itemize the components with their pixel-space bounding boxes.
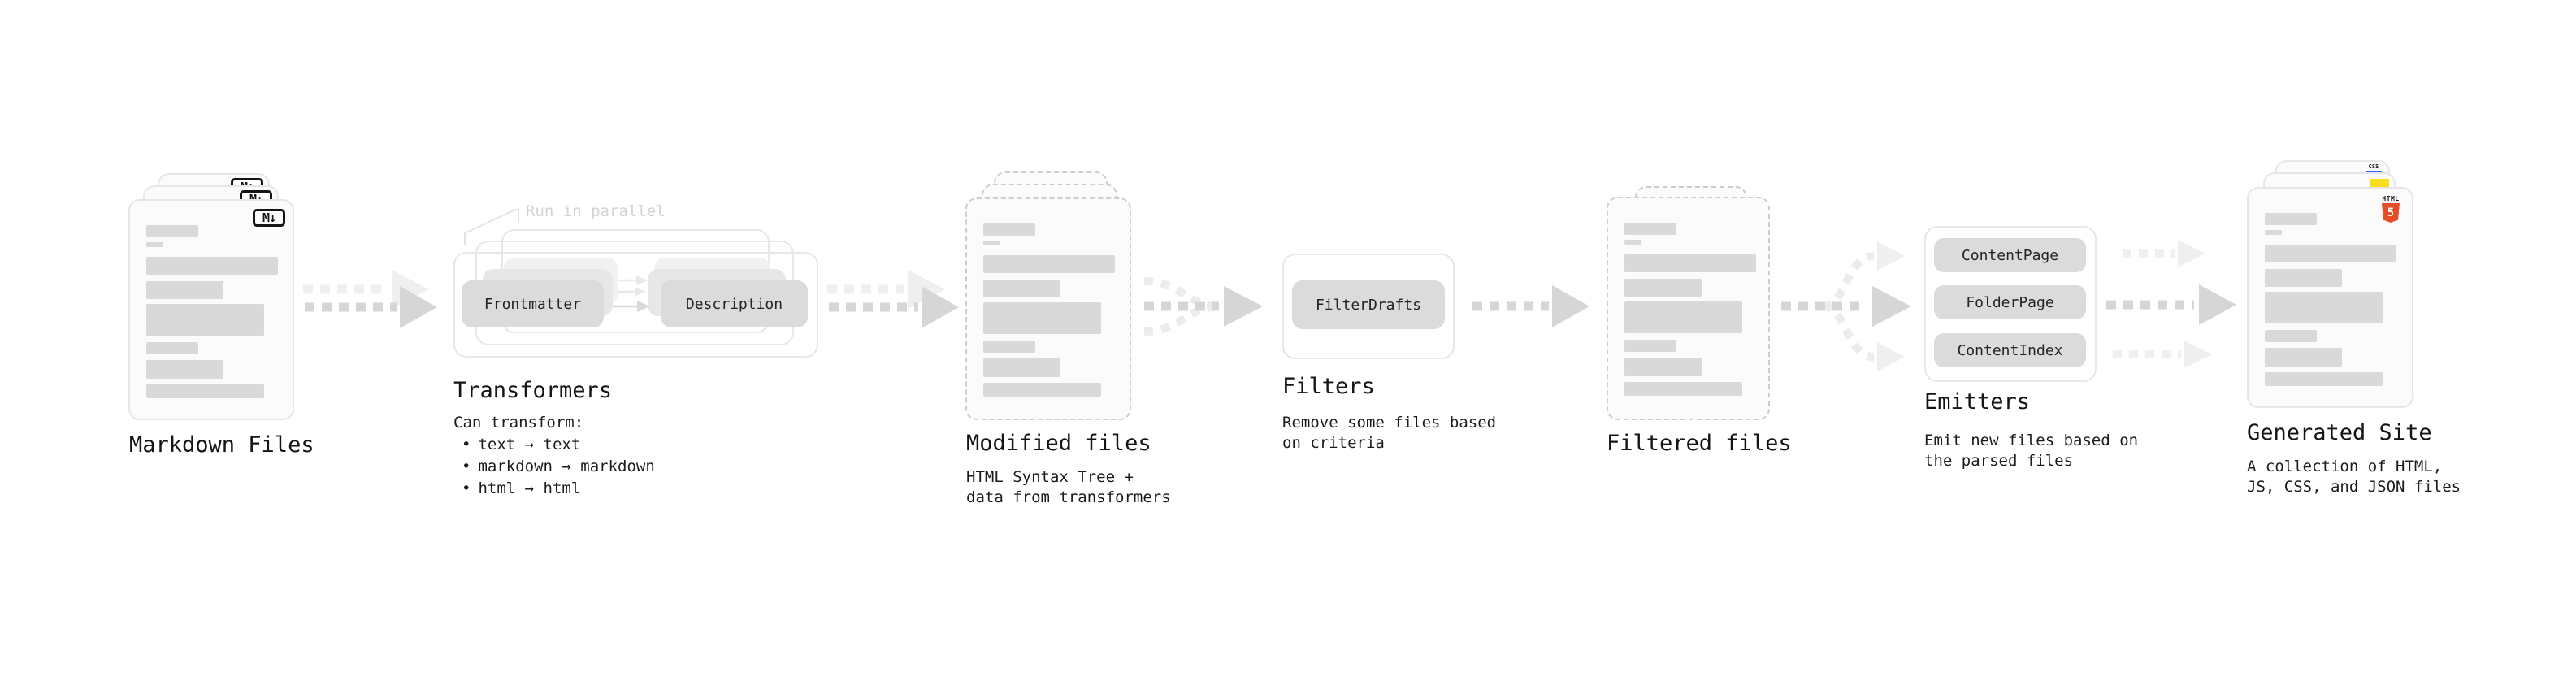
doc-placeholder-bar bbox=[983, 280, 1060, 297]
transformer-box-front bbox=[453, 252, 818, 358]
bullet-item: •text → text bbox=[462, 436, 581, 453]
doc-placeholder-bar bbox=[1624, 301, 1742, 333]
transformers-title: Transformers bbox=[453, 378, 613, 403]
generated-html-file-card: HTML 5 bbox=[2247, 187, 2413, 408]
doc-placeholder-bar bbox=[1624, 240, 1641, 245]
doc-placeholder-bar bbox=[2265, 230, 2282, 235]
doc-placeholder-bar bbox=[146, 360, 223, 379]
markdown-files-title: Markdown Files bbox=[129, 432, 314, 458]
doc-placeholder-bar bbox=[2265, 330, 2317, 342]
bullet-item: •markdown → markdown bbox=[462, 458, 655, 475]
modified-files-subtitle: HTML Syntax Tree + data from transformer… bbox=[966, 468, 1171, 506]
doc-placeholder-bar bbox=[1624, 358, 1702, 376]
doc-placeholder-bar bbox=[146, 342, 198, 354]
bullet-item: •html → html bbox=[462, 479, 581, 497]
doc-placeholder-bar bbox=[146, 242, 163, 247]
js-file-icon bbox=[2370, 179, 2389, 187]
doc-placeholder-bar bbox=[983, 358, 1060, 377]
generated-site-title: Generated Site bbox=[2247, 420, 2432, 445]
modified-file-card-front bbox=[965, 197, 1131, 420]
run-in-parallel-leader-line bbox=[464, 209, 519, 245]
filters-subtitle: Remove some files based on criteria bbox=[1282, 414, 1497, 452]
modified-files-title: Modified files bbox=[966, 431, 1151, 456]
doc-placeholder-bar bbox=[146, 281, 223, 299]
emitters-subtitle: Emit new files based on the parsed files bbox=[1924, 432, 2139, 470]
css-blue-bar bbox=[2366, 171, 2382, 173]
contentpage-pill: ContentPage bbox=[1934, 238, 2086, 272]
transformers-bullet-list: •text → text •markdown → markdown •html … bbox=[462, 434, 655, 500]
doc-placeholder-bar bbox=[2265, 372, 2383, 386]
folderpage-pill: FolderPage bbox=[1934, 285, 2086, 319]
bullet-dot: • bbox=[462, 458, 471, 475]
doc-placeholder-bar bbox=[2265, 213, 2317, 225]
css-file-icon: CSS bbox=[2366, 164, 2382, 173]
doc-placeholder-bar bbox=[146, 304, 264, 336]
frontmatter-pill: Frontmatter bbox=[462, 280, 604, 327]
filtered-files-title: Filtered files bbox=[1607, 431, 1792, 456]
filters-title: Filters bbox=[1282, 374, 1375, 399]
doc-placeholder-bar bbox=[2265, 292, 2383, 323]
doc-placeholder-bar bbox=[146, 257, 278, 275]
doc-placeholder-bar bbox=[146, 225, 198, 237]
arrow-filtered-to-emitters bbox=[1781, 241, 1911, 371]
doc-placeholder-bar bbox=[1624, 382, 1742, 396]
doc-placeholder-bar bbox=[1624, 223, 1676, 235]
html5-icon: HTML 5 bbox=[2380, 195, 2401, 223]
doc-placeholder-bar bbox=[2265, 269, 2342, 287]
contentindex-pill: ContentIndex bbox=[1934, 333, 2086, 367]
doc-placeholder-bar bbox=[146, 384, 264, 398]
markdown-icon: M↓ bbox=[253, 209, 285, 227]
doc-placeholder-bar bbox=[983, 302, 1101, 334]
arrow-modified-to-filters bbox=[1143, 277, 1263, 336]
doc-placeholder-bar bbox=[1624, 340, 1676, 352]
transformers-desc-heading: Can transform: bbox=[453, 414, 584, 432]
arrow-transformers-to-modified bbox=[827, 270, 959, 328]
arrow-filters-to-filtered bbox=[1472, 285, 1589, 327]
doc-placeholder-bar bbox=[1624, 254, 1756, 272]
doc-placeholder-bar bbox=[983, 241, 1000, 245]
doc-placeholder-bar bbox=[983, 383, 1101, 397]
emitters-title: Emitters bbox=[1924, 389, 2031, 414]
arrow-markdown-to-transformers bbox=[303, 270, 437, 328]
doc-placeholder-bar bbox=[983, 223, 1035, 236]
doc-placeholder-bar bbox=[983, 255, 1115, 273]
arrow-emitters-to-generated bbox=[2106, 240, 2236, 368]
doc-placeholder-bar bbox=[2265, 245, 2396, 262]
doc-placeholder-bar bbox=[983, 340, 1035, 353]
filtered-file-card-front bbox=[1607, 197, 1770, 420]
doc-placeholder-bar bbox=[2265, 348, 2342, 367]
description-pill: Description bbox=[661, 280, 808, 327]
bullet-dot: • bbox=[462, 436, 471, 453]
doc-placeholder-bar bbox=[1624, 279, 1702, 297]
filterdrafts-pill: FilterDrafts bbox=[1292, 280, 1445, 329]
bullet-dot: • bbox=[462, 479, 471, 497]
run-in-parallel-annotation: Run in parallel bbox=[526, 202, 666, 220]
html5-shield: 5 bbox=[2382, 203, 2400, 223]
generated-site-subtitle: A collection of HTML, JS, CSS, and JSON … bbox=[2247, 458, 2461, 496]
markdown-file-card-front: M↓ bbox=[128, 199, 294, 420]
